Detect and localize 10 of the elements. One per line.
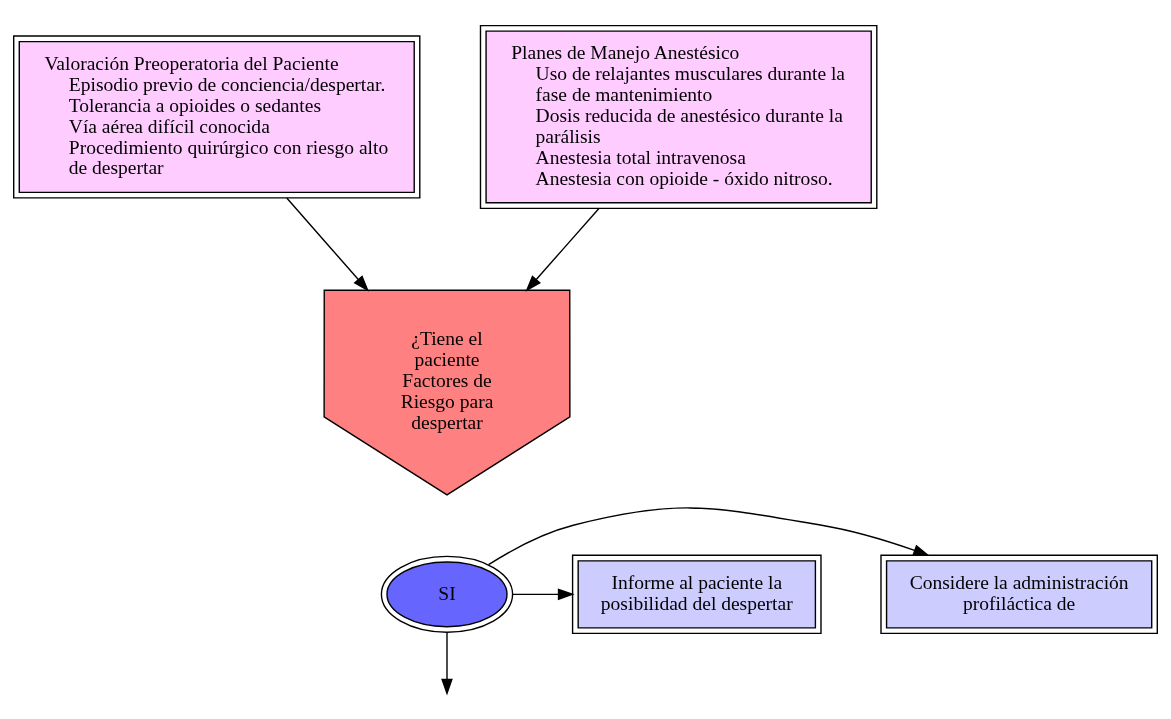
arrow [525, 207, 600, 292]
node-box: Planes de Manejo Anestésico Uso de relajantes musculares durante la fase de mantenimiento Dosis reducida de anestésico durante la parálisis Anestesia total intravenosa Anestesia con opioide - óxido nitroso. [479, 24, 878, 209]
node-box: Considere la administración profiláctica de [880, 554, 1158, 634]
arrow [441, 631, 453, 695]
node-box: Valoración Preoperatoria del Paciente Episodio previo de conciencia/despertar. Tolerancia a opioides o sedantes Vía aérea difícil conocida Procedimiento quirúrgico con riesgo alto de despertar [13, 34, 421, 199]
node-ellipse: SI [380, 555, 514, 633]
arrow [512, 587, 575, 600]
arrow [487, 506, 930, 565]
node-box: Informe al paciente la posibilidad del despertar [571, 554, 822, 634]
arrow [286, 196, 370, 292]
